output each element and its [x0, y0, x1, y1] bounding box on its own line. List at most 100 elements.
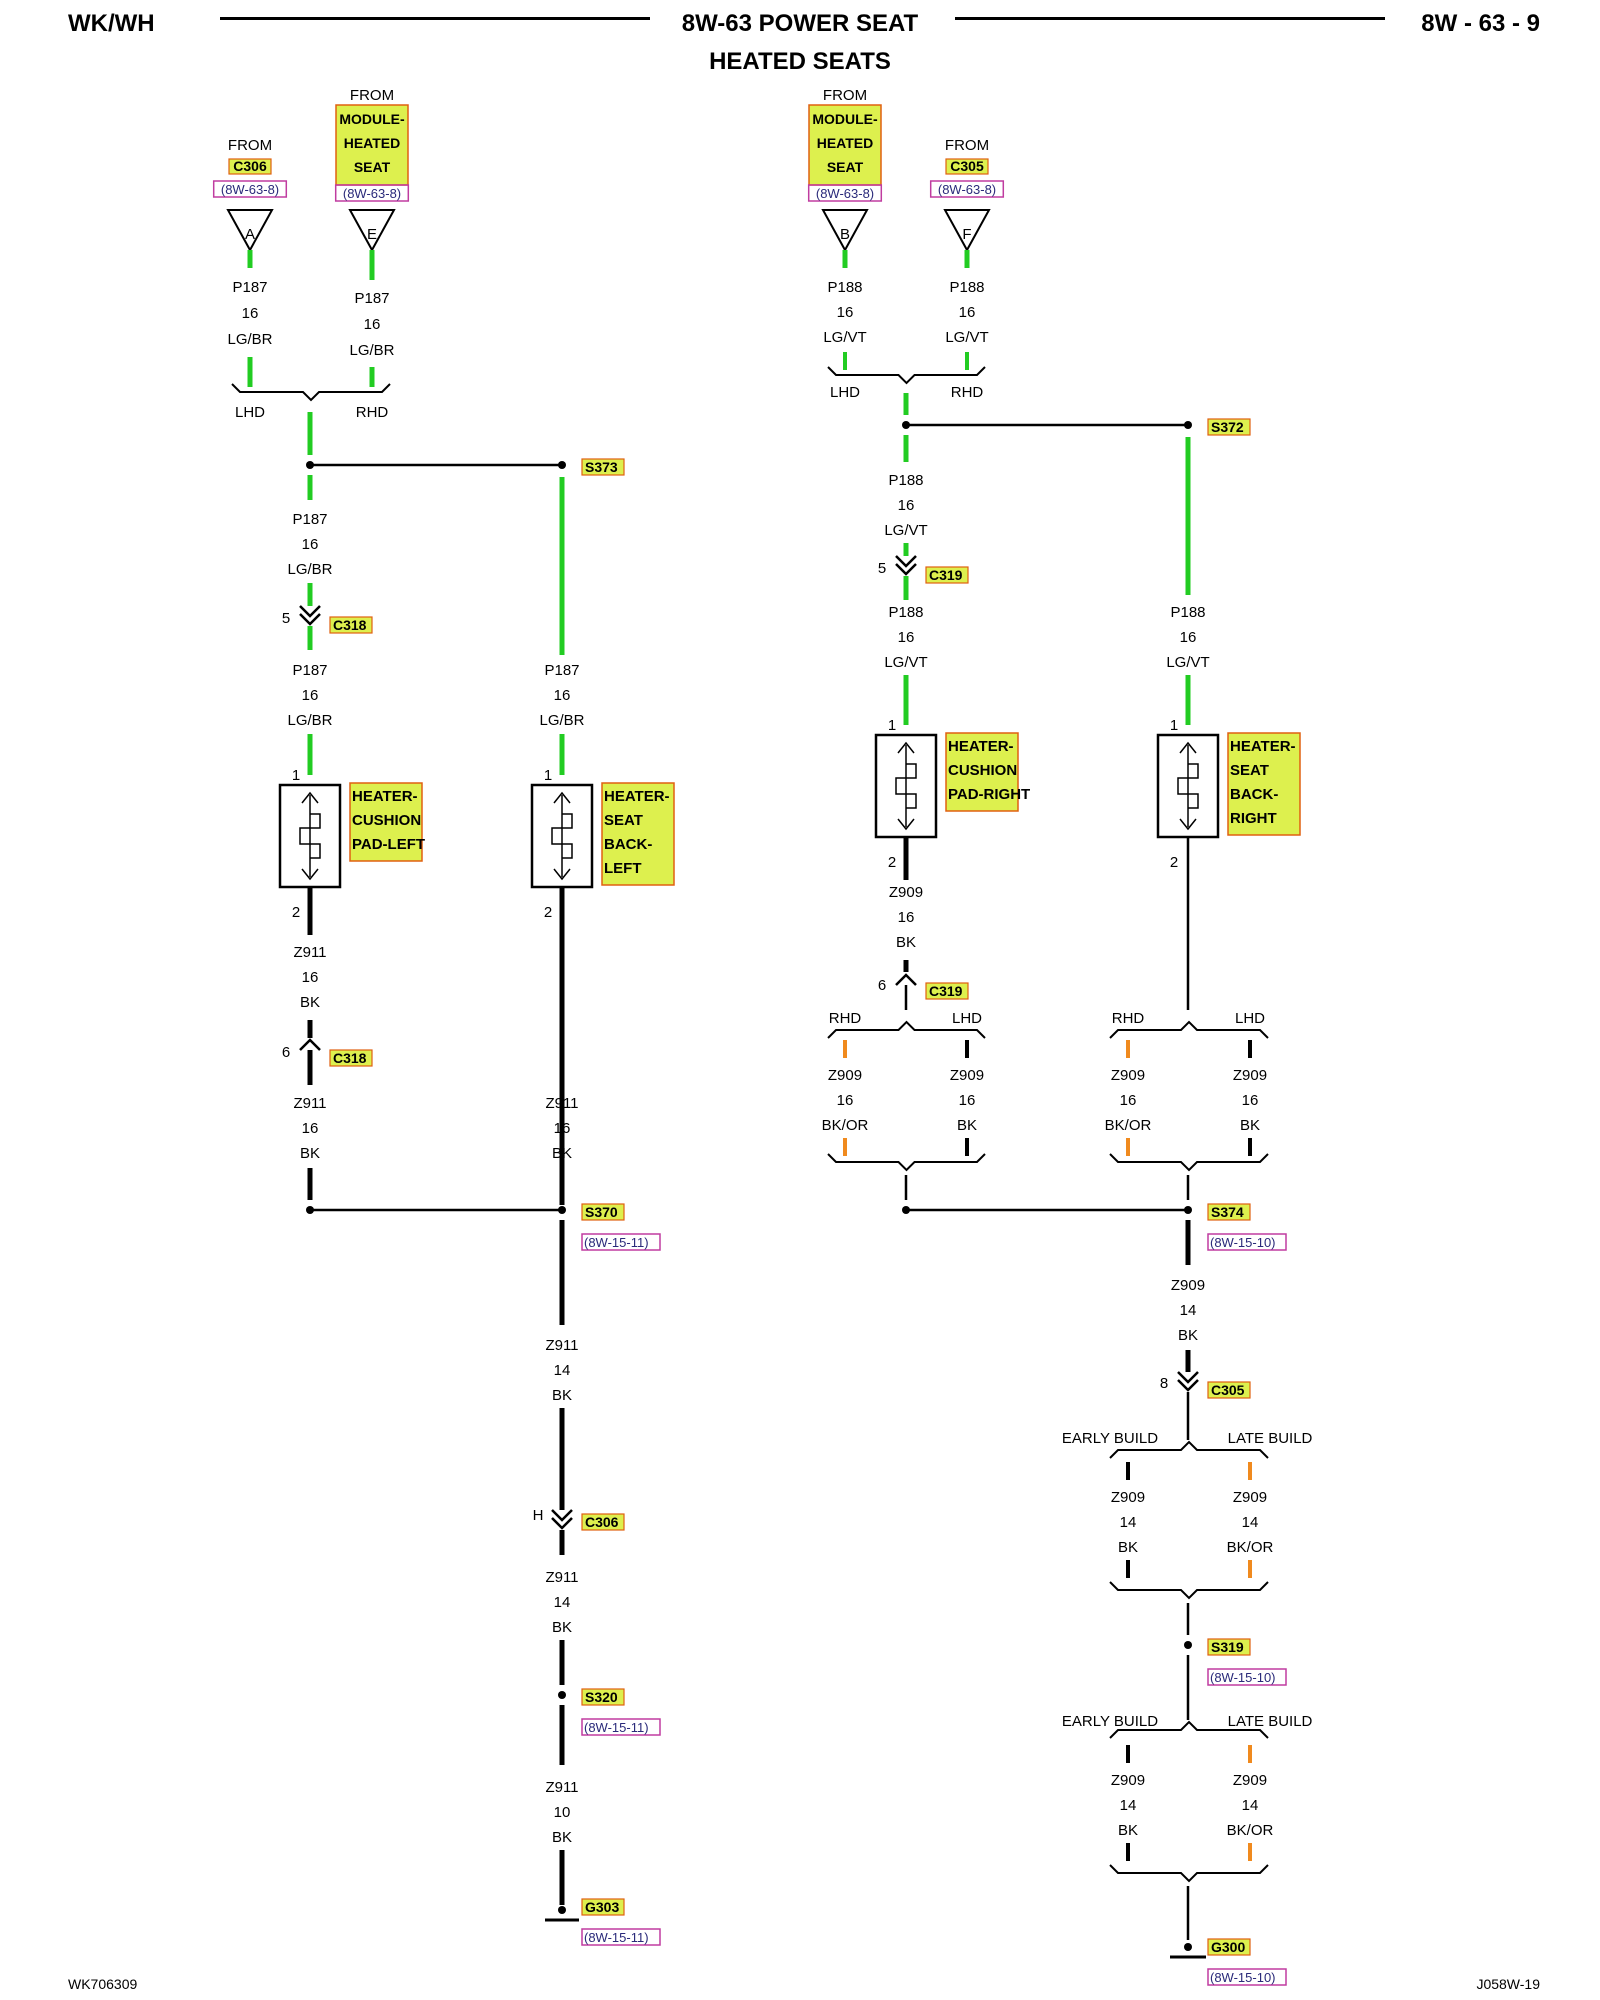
source-module-left-from-label: FROM: [350, 87, 394, 104]
source-module-left-name-2: SEAT: [354, 159, 391, 175]
build-brace-1: [1109, 1440, 1269, 1459]
rhd-lhd-brace-cushion: [827, 1020, 986, 1039]
connector-c318-bottom-label-box: [329, 1049, 373, 1067]
page-title: 8W-63 POWER SEAT: [681, 10, 919, 37]
rhd-label-right: RHD: [951, 384, 984, 401]
build-brace-2-bottom: [1109, 1864, 1269, 1883]
wire-z911-left-lower-circuit: Z911: [293, 1095, 326, 1112]
source-module-right-name-2: SEAT: [827, 159, 864, 175]
wire-p187-back-gauge: 16: [554, 687, 571, 704]
wire-z911-14-gauge: 14: [554, 1362, 571, 1379]
wire-z911-back-lower-gauge: 16: [554, 1120, 571, 1137]
wire-p188-lower-gauge: 16: [898, 629, 915, 646]
source-module-left-pin: E: [367, 226, 377, 243]
source-module-left-ref: (8W-63-8): [343, 186, 401, 201]
splice-s370-label-box: [581, 1203, 625, 1221]
heater-back-left-heater-symbol: [551, 813, 573, 859]
wire-z911-left-lower-color: BK: [300, 1145, 320, 1162]
wire-z909-bk-cushion-circuit: Z909: [950, 1067, 984, 1084]
splice-s319-label-box: [1207, 1638, 1251, 1656]
source-module-left-pin-triangle: [348, 209, 396, 253]
heater-back-right-name-3: RIGHT: [1230, 810, 1277, 827]
heater-back-left-pin-out: 2: [544, 904, 552, 921]
brace-cushion-bottom: [827, 1153, 986, 1172]
ground-g303-label-box: [581, 1898, 625, 1916]
wire-p188-upper-circuit: P188: [888, 472, 923, 489]
wire-z909-bk-back-circuit: Z909: [1233, 1067, 1267, 1084]
wire-p187-a-color: LG/BR: [227, 331, 272, 348]
lhd-label: LHD: [235, 404, 265, 421]
heater-back-right-arrow-top: [1179, 741, 1197, 754]
connector-c319-out: [895, 973, 917, 986]
splice-s374-label-box: [1207, 1203, 1251, 1221]
header-model: WK/WH: [68, 10, 155, 37]
build-brace-1-bottom: [1109, 1581, 1269, 1600]
splice-s370-dot: [558, 1206, 566, 1214]
wire-z909-14-bkor-late-2-color: BK/OR: [1227, 1822, 1274, 1839]
ground-g300-ref: (8W-15-10): [1210, 1970, 1276, 1985]
connector-c306-h-b: [551, 1517, 573, 1530]
source-c305-from-label: FROM: [945, 137, 989, 154]
heater-cushion-right-name-box: [945, 732, 1019, 812]
wire-z909-14-bk-early-color: BK: [1118, 1539, 1138, 1556]
heater-back-right-pin-out: 2: [1170, 854, 1178, 871]
source-c306-connector: C306: [233, 158, 267, 174]
source-c306-connector-box: [228, 158, 272, 175]
heater-cushion-right-name-1: CUSHION: [948, 762, 1017, 779]
heater-cushion-left-heater-symbol: [299, 813, 321, 859]
ground-g303-label: G303: [585, 1899, 619, 1915]
splice-s319-ref: (8W-15-10): [1210, 1670, 1276, 1685]
splice-s320-dot: [558, 1691, 566, 1699]
heater-cushion-left-name-box: [349, 782, 423, 862]
heater-back-left-arrow-bottom: [553, 868, 571, 881]
footer-left-code: WK706309: [68, 1976, 138, 1992]
splice-s370-label: S370: [585, 1204, 618, 1220]
splice-s374-dot: [1184, 1206, 1192, 1214]
connector-c319-bottom-label-box: [925, 982, 969, 1000]
wire-p188-b-circuit: P188: [827, 279, 862, 296]
ground-g300-label: G300: [1211, 1939, 1245, 1955]
wire-p188-f-circuit: P188: [949, 279, 984, 296]
splice-s372-label: S372: [1211, 419, 1244, 435]
splice-s319-label: S319: [1211, 1639, 1244, 1655]
header-rule-right: [955, 17, 1385, 20]
ground-g300-dot: [1184, 1943, 1192, 1951]
heater-cushion-left-name-0: HEATER-: [352, 788, 418, 805]
ground-g300-label-box: [1207, 1938, 1251, 1956]
wire-z909-bkor-back-color: BK/OR: [1105, 1117, 1152, 1134]
wire-p188-upper-color: LG/VT: [884, 522, 927, 539]
heater-back-left-pin-in: 1: [544, 767, 552, 784]
wire-z909-bkor-cushion-color: BK/OR: [822, 1117, 869, 1134]
splice-s374-ref-box: [1207, 1233, 1287, 1251]
connector-c319-bottom-label: C319: [929, 983, 963, 999]
source-c306-ref: (8W-63-8): [221, 182, 279, 197]
wire-p187-lower-color: LG/BR: [287, 712, 332, 729]
wire-p187-lower-gauge: 16: [302, 687, 319, 704]
source-c305-pin: F: [962, 226, 971, 243]
ground-g300-ref-box: [1207, 1968, 1287, 1986]
heater-cushion-left-name-2: PAD-LEFT: [352, 836, 425, 853]
connector-c306-pin-h: H: [533, 1507, 544, 1524]
connector-c319-in: [895, 555, 917, 568]
wire-p188-b-gauge: 16: [837, 304, 854, 321]
wire-z909-bk-cushion-color: BK: [957, 1117, 977, 1134]
build-brace-2: [1109, 1720, 1269, 1739]
wire-z909-right-upper-gauge: 16: [898, 909, 915, 926]
splice-s320-ref-box: [581, 1718, 661, 1736]
footer-right-code: J058W-19: [1476, 1976, 1540, 1992]
connector-c318-bottom-label: C318: [333, 1050, 367, 1066]
wire-z909-14-bk-early-gauge: 14: [1120, 1514, 1137, 1531]
wire-z909-14-bk-early-2-gauge: 14: [1120, 1797, 1137, 1814]
wire-z909-14-bkor-late-circuit: Z909: [1233, 1489, 1267, 1506]
wire-z909-14-circuit: Z909: [1171, 1277, 1205, 1294]
heater-back-left-name-1: SEAT: [604, 812, 643, 829]
source-module-right-pin: B: [840, 226, 850, 243]
wire-p188-f-gauge: 16: [959, 304, 976, 321]
heater-cushion-right-arrow-bottom: [897, 818, 915, 831]
splice-s319-dot: [1184, 1641, 1192, 1649]
connector-c305-8-b: [1177, 1379, 1199, 1392]
wire-z909-bkor-cushion-gauge: 16: [837, 1092, 854, 1109]
splice-s372-dot: [1184, 421, 1192, 429]
lhd-rhd-brace-right: [827, 366, 986, 385]
